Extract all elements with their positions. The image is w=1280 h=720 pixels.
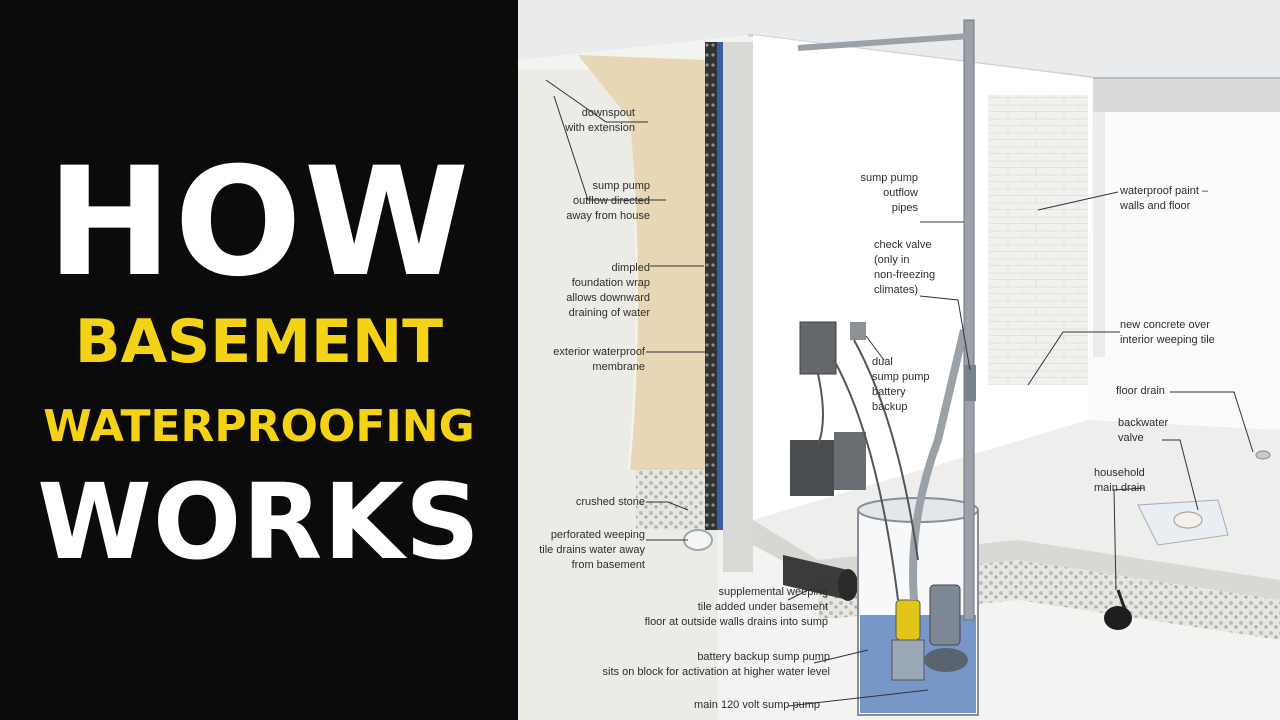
label-downspout: downspout with extension — [565, 107, 635, 134]
label-dimpled-wrap: dimpled foundation wrap allows downward … — [566, 262, 650, 319]
title-line-basement: BASEMENT — [74, 307, 444, 377]
backfill — [578, 55, 708, 470]
outflow-pipe — [963, 19, 975, 621]
label-floor-drain: floor drain — [1116, 385, 1165, 397]
diagram-illustration — [518, 0, 1280, 720]
crushed-stone — [636, 470, 716, 530]
label-main-pump: main 120 volt sump pump — [694, 699, 820, 711]
title-line-waterproofing: WATERPROOFING — [43, 401, 475, 452]
label-exterior-membrane: exterior waterproof membrane — [553, 346, 645, 373]
exterior-soil — [518, 70, 718, 720]
title-panel: HOW BASEMENT WATERPROOFING WORKS — [0, 0, 518, 720]
check-valve — [964, 365, 976, 401]
label-dual-battery: dual sump pump battery backup — [872, 356, 930, 413]
label-check-valve: check valve (only in non-freezing climat… — [874, 239, 936, 296]
ceiling — [518, 0, 1280, 110]
title-line-how: HOW — [46, 136, 472, 310]
exterior-weeping-tile — [683, 529, 713, 551]
foundation-wrap — [705, 42, 717, 530]
exterior-membrane — [717, 42, 723, 530]
label-backwater-valve: backwater valve — [1118, 417, 1169, 444]
controller-box — [799, 321, 837, 375]
title-line-works: WORKS — [37, 461, 481, 583]
basement-diagram: downspout with extension sump pump outfl… — [518, 0, 1280, 720]
battery-2 — [834, 432, 866, 490]
household-drain-pipe — [1104, 606, 1132, 630]
label-supplemental-tile: supplemental weeping tile added under ba… — [644, 586, 828, 628]
battery-1 — [790, 440, 834, 496]
main-sump-pump — [929, 584, 961, 646]
right-wall — [1088, 112, 1280, 430]
label-crushed-stone: crushed stone — [575, 496, 645, 508]
label-outflow-away: sump pump outflow directed away from hou… — [566, 180, 650, 222]
label-perforated-tile: perforated weeping tile drains water awa… — [539, 529, 645, 571]
label-outflow-pipes: sump pump outflow pipes — [860, 172, 918, 214]
foundation-wall-section — [723, 42, 753, 572]
label-household-drain: household main drain — [1094, 467, 1146, 494]
label-battery-backup-pump: battery backup sump pump sits on block f… — [602, 651, 830, 678]
battery-backup-pump — [895, 599, 921, 641]
label-waterproof-paint: waterproof paint – walls and floor — [1120, 185, 1209, 212]
label-new-concrete: new concrete over interior weeping tile — [1120, 319, 1215, 346]
